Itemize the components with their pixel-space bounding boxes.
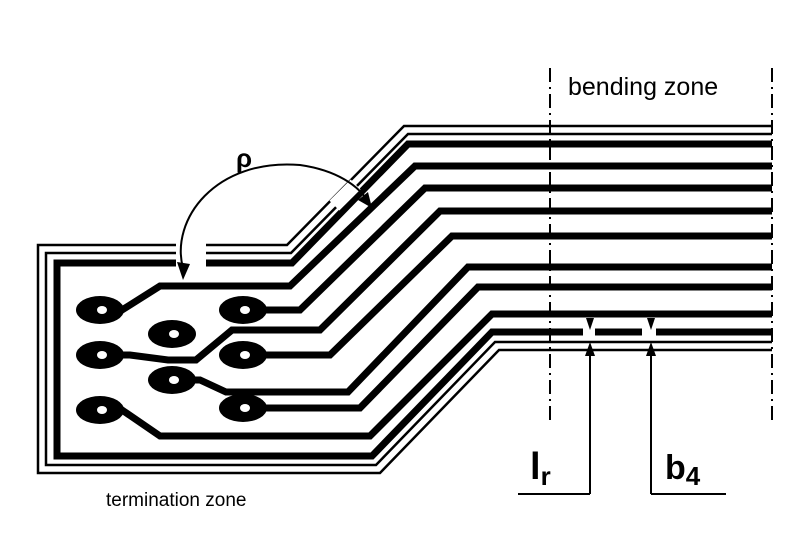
- conductor-traces: [53, 140, 772, 460]
- lr-arrowhead-up: [585, 342, 595, 356]
- trace-7: [243, 184, 772, 314]
- rho-angle-arc: [177, 163, 372, 280]
- lr-symbol: lr: [530, 446, 551, 491]
- pad: [76, 341, 124, 369]
- rho-label: ρ: [236, 143, 252, 173]
- b4-arrowhead-down: [647, 318, 655, 330]
- bending-zone-label: bending zone: [568, 73, 718, 101]
- board-outline: [36, 124, 772, 475]
- trace-3: [243, 283, 772, 412]
- termination-zone-label: termination zone: [106, 490, 246, 511]
- lr-dimension: [518, 352, 591, 495]
- pad: [148, 320, 196, 348]
- pad: [76, 396, 124, 424]
- trace-1: [53, 140, 772, 460]
- rho-arrowhead-left: [177, 262, 190, 280]
- trace-5: [243, 232, 772, 359]
- lr-arrowhead-down: [586, 318, 594, 330]
- pad: [148, 366, 196, 394]
- rho-arrowhead-right: [358, 192, 372, 208]
- bending-zone-lines: [549, 68, 773, 425]
- pad: [219, 296, 267, 324]
- pad: [76, 296, 124, 324]
- pad: [219, 394, 267, 422]
- b4-symbol: b4: [665, 449, 701, 491]
- solder-pads: [76, 296, 267, 424]
- trace-6: [100, 207, 772, 364]
- b4-dimension: [650, 352, 726, 495]
- b4-arrowhead-up: [646, 342, 656, 356]
- pad: [219, 341, 267, 369]
